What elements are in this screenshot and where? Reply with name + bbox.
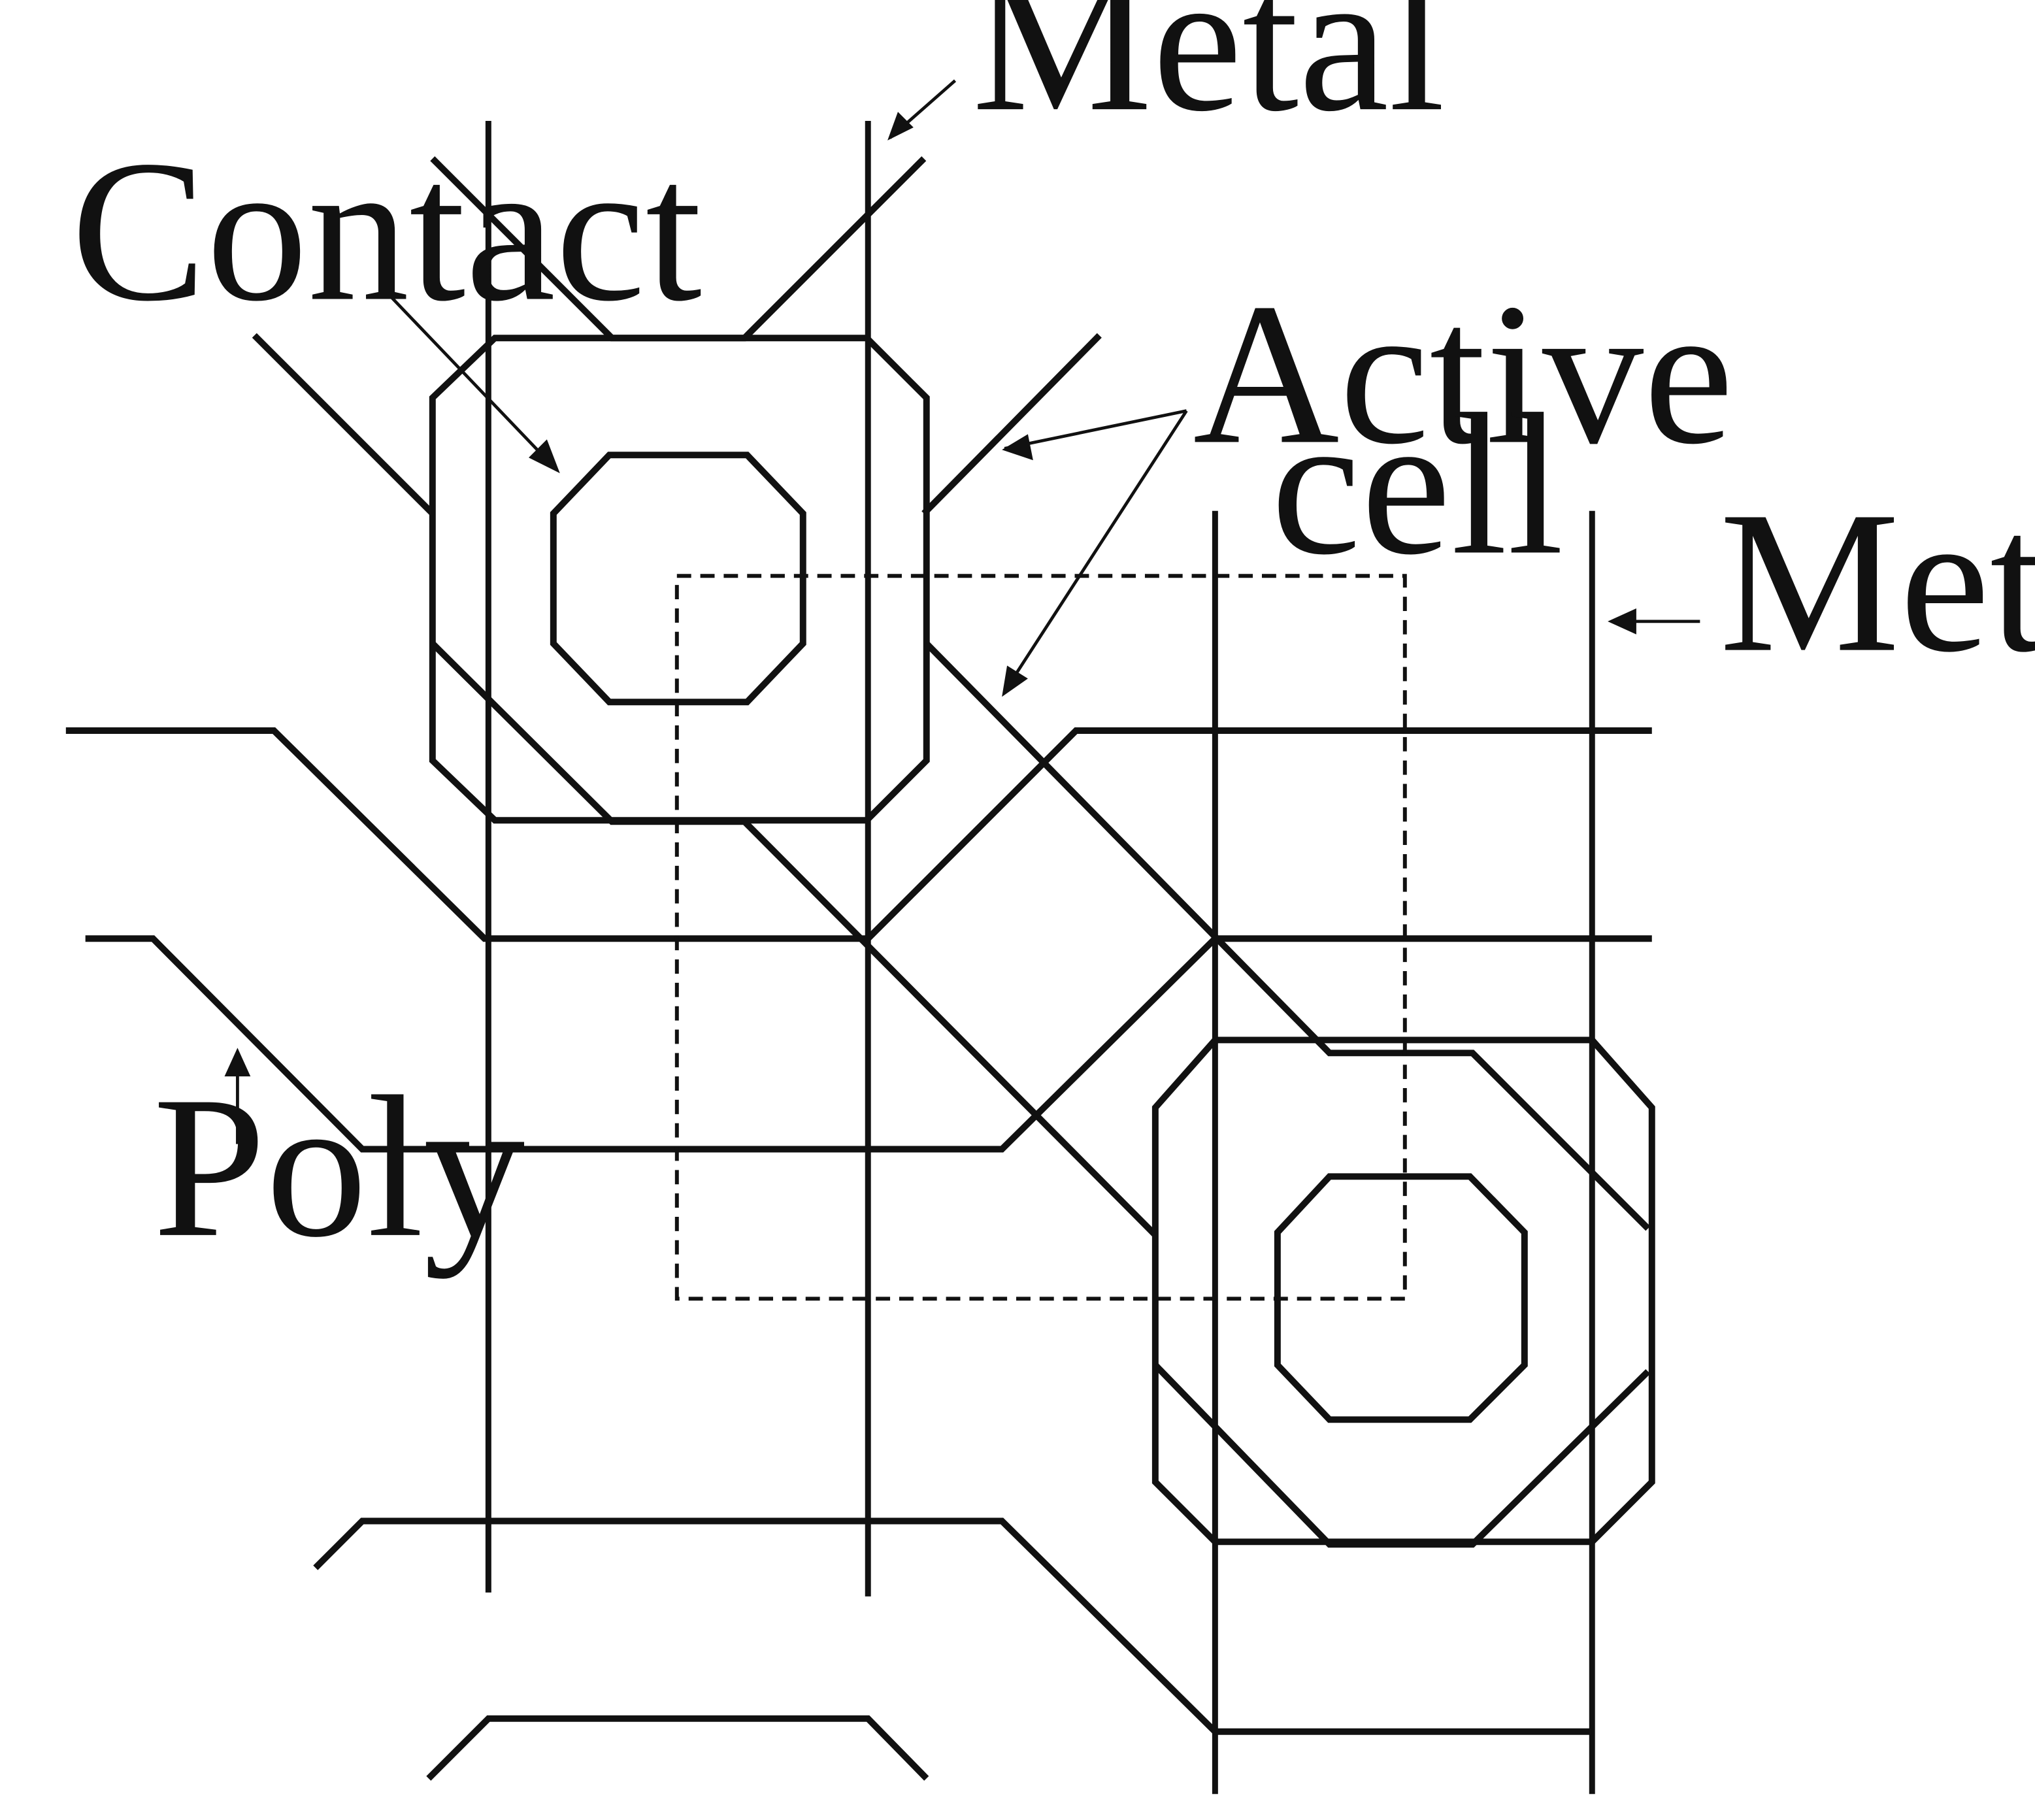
label-metal-right: Metal: [1719, 470, 2035, 695]
poly-line-1: [65, 727, 1652, 942]
leader-active-2: [1003, 410, 1188, 693]
arrow-metal-right: [1608, 608, 1636, 635]
active-region-lower-bottom: [1153, 1363, 1651, 1548]
label-active-line2: cell: [1271, 372, 1564, 597]
active-region-top-left: [252, 333, 435, 516]
contact-region-lower: [1151, 1036, 1655, 1546]
contact-lower: [1274, 1173, 1528, 1423]
label-contact: Contact: [71, 119, 703, 344]
labels: Metal Contact Active cell Metal Poly: [71, 0, 2035, 1280]
arrow-contact: [529, 439, 560, 474]
poly-line-4: [426, 1715, 929, 1781]
label-active-line1: Active: [1193, 261, 1734, 486]
active-region-top-right: [921, 333, 1102, 516]
contacts: [550, 452, 1528, 1423]
contact-region-upper: [429, 335, 930, 824]
label-poly: Poly: [153, 1055, 525, 1280]
active-cell-boundary: [674, 574, 1407, 1301]
label-metal-top: Metal: [972, 0, 1445, 154]
contact-upper: [550, 452, 806, 706]
arrow-metal-top: [887, 112, 914, 141]
diagram-ink: Metal Contact Active cell Metal Poly: [65, 0, 2035, 1795]
active-diagonal-lower: [924, 641, 1651, 1231]
arrowheads: [224, 112, 1636, 1077]
arrow-poly: [224, 1048, 251, 1077]
arrow-active-2: [1002, 665, 1028, 697]
metal-lines: [485, 121, 1595, 1795]
poly-line-2: [85, 935, 1652, 1153]
arrow-active-1: [1002, 434, 1033, 461]
leader-contact: [382, 287, 556, 469]
poly-line-3: [313, 1517, 1593, 1735]
leader-active-1: [1004, 409, 1187, 450]
